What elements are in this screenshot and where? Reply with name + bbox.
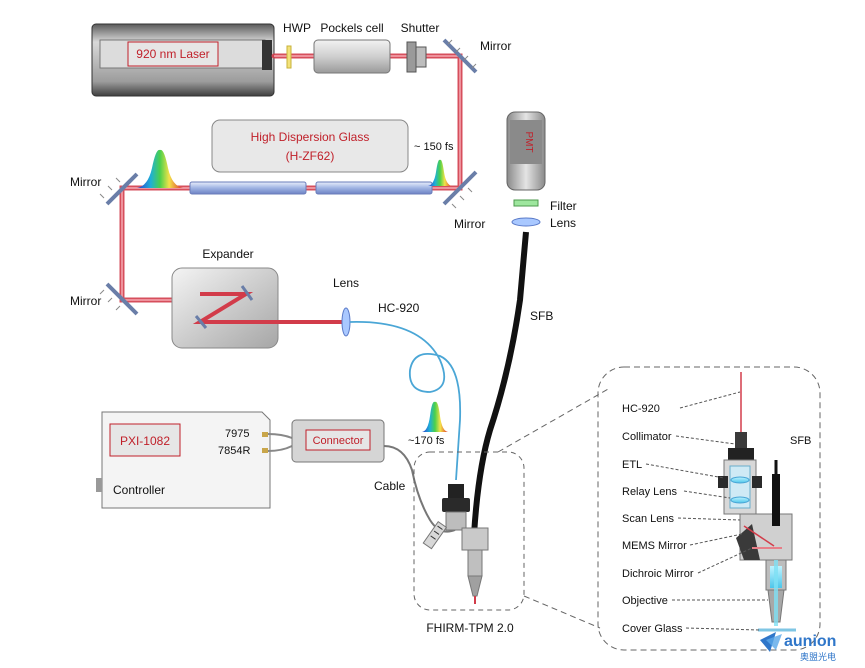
shutter-label: Shutter [401,21,440,35]
pockels-cell [313,39,391,74]
fhirm-label: FHIRM-TPM 2.0 [426,621,514,635]
inset-label-hc920: HC-920 [622,403,660,415]
inset-label-collimator: Collimator [622,431,672,443]
inset-label-sfb: SFB [790,435,811,447]
zoom-line-bottom [523,595,601,629]
mirror-left-upper [99,172,139,206]
pxi-label: PXI-1082 [120,434,170,448]
laser-source: 920 nm Laser [91,23,275,97]
pulse-spectrum-150fs [428,159,452,186]
pmt-lens-label: Lens [550,216,576,230]
aunion-logo: aunion 奥盟光电 [760,632,836,662]
hwp-label: HWP [283,21,311,35]
mirror-label-left-upper: Mirror [70,175,101,189]
inset-label-cover-glass: Cover Glass [622,623,683,635]
expander-label: Expander [202,247,253,261]
coupling-lens [341,307,351,337]
connector-label: Connector [313,435,364,447]
pmt-filter [513,199,539,207]
glass-label-line2: (H-ZF62) [286,149,335,163]
filter-label: Filter [550,199,577,213]
logo-subtext: 奥盟光电 [800,651,836,662]
hc920-label: HC-920 [378,301,420,315]
glass-rods [189,181,433,195]
sfb-label: SFB [530,309,553,323]
inset-probe-detail [718,372,796,632]
fhirm-tpm-probe [422,484,489,604]
inset-label-etl: ETL [622,459,642,471]
connector-box: Connector [291,419,385,463]
mirror-left-lower [99,282,139,316]
pmt-lens [511,217,541,227]
pockels-label: Pockels cell [320,21,383,35]
mirror-label-top-right: Mirror [480,39,511,53]
beam-expander [171,267,346,349]
zoom-line-top [497,387,611,453]
pulse-spectrum-wide [137,149,183,188]
pulse-170fs-label: ~170 fs [408,435,445,447]
hc920-fiber [349,321,462,481]
mirror-label-left-lower: Mirror [70,294,101,308]
sfb-fiber [471,231,529,536]
cable-label: Cable [374,479,406,493]
coupling-lens-label: Lens [333,276,359,290]
pmt-label: PMT [523,131,534,152]
port-7854r-label: 7854R [218,445,250,457]
high-dispersion-glass-box: High Dispersion Glass (H-ZF62) [211,119,409,173]
inset-label-mems-mirror: MEMS Mirror [622,540,687,552]
inset-label-relay-lens: Relay Lens [622,486,678,498]
glass-label-line1: High Dispersion Glass [251,130,370,144]
pulse-spectrum-170fs [422,401,448,432]
mirror-mid-right [442,170,478,209]
controller-label: Controller [113,483,165,497]
inset-label-objective: Objective [622,595,668,607]
inset-dashed-frame [597,366,821,651]
port-7975-label: 7975 [225,428,249,440]
inset-label-scan-lens: Scan Lens [622,513,674,525]
mirror-label-mid-right: Mirror [454,217,485,231]
controller-unit: PXI-1082 7975 7854R Controller [96,411,271,509]
mirror-top-right [442,38,478,74]
controller-cable [267,433,293,452]
logo-text: aunion [784,633,836,650]
laser-label: 920 nm Laser [136,47,209,61]
inset-label-dichroic-mirror: Dichroic Mirror [622,568,694,580]
shutter [406,41,427,73]
pulse-150fs-label: ~ 150 fs [414,141,454,153]
hwp-plate [286,45,292,69]
pmt-detector: PMT [506,111,546,191]
inset-leader-lines [645,391,768,631]
probe-dashed-frame [413,451,525,611]
